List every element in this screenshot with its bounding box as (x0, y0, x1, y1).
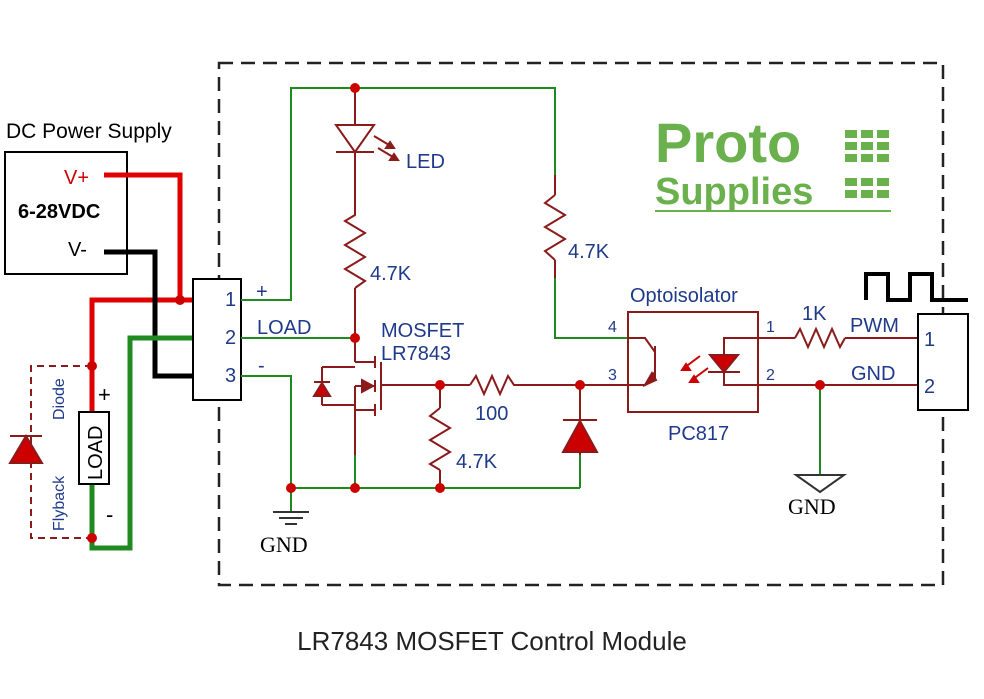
opto-pin-3: 3 (608, 367, 617, 384)
power-supply-vminus: V- (68, 239, 87, 261)
resistor-pulldown (428, 407, 452, 471)
wire-vplus (89, 172, 195, 412)
terminal-left-pin-3: 3 (225, 365, 236, 387)
resistor-pullup (543, 194, 567, 261)
terminal-left-pin-1: 1 (225, 289, 236, 311)
ground-symbol-left (273, 511, 309, 525)
led-symbol (334, 124, 400, 161)
net-wires (241, 87, 821, 512)
power-supply-voltage: 6-28VDC (18, 201, 100, 223)
mosfet-label-line2: LR7843 (381, 343, 451, 365)
load-minus: - (106, 502, 113, 527)
protection-diode (561, 418, 599, 455)
junction-nodes (286, 83, 825, 493)
terminal-right-pin-2: 2 (924, 376, 935, 398)
resistor-pulldown-value: 4.7K (456, 451, 498, 473)
wire-load-return (89, 335, 195, 551)
opto-transistor (628, 337, 658, 388)
power-supply-heading: DC Power Supply (6, 120, 172, 143)
flyback-label: Flyback (51, 475, 68, 531)
load-plus: + (98, 382, 111, 407)
ground-symbol-right (792, 474, 848, 494)
ground-label-left: GND (260, 532, 308, 557)
logo-line1: Proto (655, 111, 801, 174)
logo-line2: Supplies (655, 171, 813, 213)
terminal-left-label-minus: - (258, 355, 265, 377)
optoisolator-box (627, 311, 759, 413)
resistor-gate-value: 100 (475, 403, 508, 425)
opto-light-arrows (680, 355, 709, 383)
external-nodes (87, 295, 185, 543)
terminal-right-label-pwm: PWM (850, 315, 899, 337)
ground-label-right: GND (788, 494, 836, 519)
pwm-waveform-icon (864, 272, 968, 302)
flyback-diode-symbol (8, 434, 44, 464)
diagram-title: LR7843 MOSFET Control Module (297, 626, 687, 656)
component-wires (354, 88, 918, 488)
diode-label: Diode (51, 378, 68, 420)
load-label: LOAD (85, 426, 107, 480)
optoisolator-part: PC817 (668, 423, 729, 445)
terminal-right-pin-1: 1 (924, 329, 935, 351)
proto-supplies-logo: Proto Supplies (655, 111, 891, 213)
terminal-left-label-plus: + (256, 281, 268, 303)
wire-vminus (104, 249, 195, 379)
resistor-input-value: 1K (802, 303, 827, 325)
resistor-input (794, 326, 846, 350)
power-supply-vplus: V+ (64, 167, 89, 189)
logo-grid-icon (845, 130, 889, 198)
terminal-left-label-load: LOAD (257, 317, 311, 339)
optoisolator-title: Optoisolator (630, 285, 738, 307)
opto-pin-2: 2 (766, 367, 775, 384)
resistor-gate (469, 373, 518, 397)
opto-pin-1: 1 (766, 319, 775, 336)
led-label: LED (406, 151, 445, 173)
mosfet-label-line1: MOSFET (381, 320, 464, 342)
terminal-block-left (192, 278, 242, 401)
mosfet-symbol (312, 356, 387, 416)
opto-led (707, 337, 758, 386)
terminal-block-right (917, 313, 969, 411)
terminal-right-label-gnd: GND (851, 363, 895, 385)
terminal-left-pin-2: 2 (225, 327, 236, 349)
resistor-led (343, 205, 367, 289)
load-box (78, 411, 110, 485)
resistor-pullup-value: 4.7K (568, 241, 610, 263)
opto-pin-4: 4 (608, 319, 617, 336)
resistor-led-value: 4.7K (370, 263, 412, 285)
